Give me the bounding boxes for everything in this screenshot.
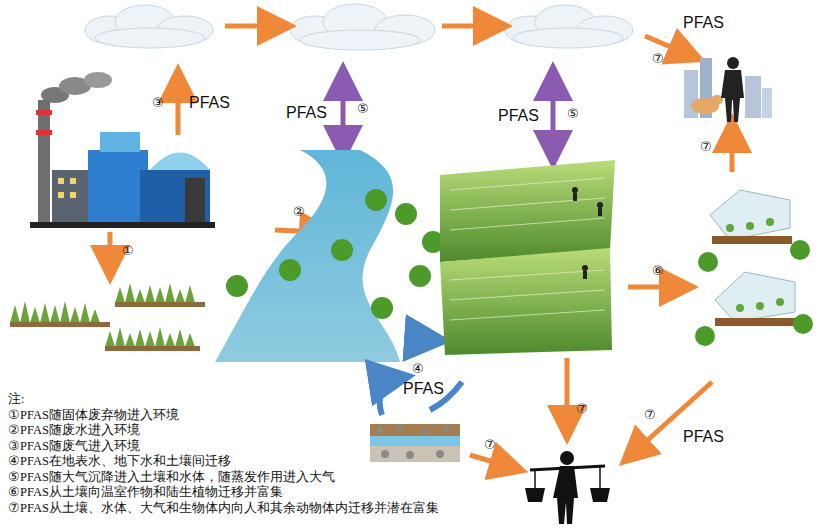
callout-number: ④ xyxy=(412,362,424,377)
callout-number: ① xyxy=(122,244,134,259)
note-text: ③PFAS随废气进入环境 xyxy=(8,439,140,453)
callout-number: ⑥ xyxy=(652,264,664,279)
callout-number: ⑦ xyxy=(700,140,712,155)
callout-number: ⑦ xyxy=(576,402,588,417)
note-text: ④PFAS在地表水、地下水和土壤间迁移 xyxy=(8,454,231,468)
callout-number: ② xyxy=(293,205,305,220)
note-text: ⑦PFAS从土壤、水体、大气和生物体内向人和其余动物体内迁移并潜在富集 xyxy=(8,501,439,515)
callout-number: ③ xyxy=(152,96,164,111)
callout-number: ⑤ xyxy=(357,102,369,117)
pfas-label: PFAS xyxy=(403,380,444,398)
callout-number: ⑦ xyxy=(484,438,496,453)
pfas-label: PFAS xyxy=(683,428,724,446)
note-text: ②PFAS随废水进入环境 xyxy=(8,423,140,437)
callout-number: ⑤ xyxy=(567,107,579,122)
note-text: ①PFAS随固体废弃物进入环境 xyxy=(8,408,179,422)
note-text: ⑤PFAS随大气沉降进入土壤和水体，随蒸发作用进入大气 xyxy=(8,470,335,484)
callout-number: ⑦ xyxy=(652,52,664,67)
pfas-label: PFAS xyxy=(189,94,230,112)
callout-number: ⑦ xyxy=(644,408,656,423)
pfas-label: PFAS xyxy=(286,104,327,122)
pfas-label: PFAS xyxy=(498,107,539,125)
note-text: 注: xyxy=(8,392,24,406)
pfas-label: PFAS xyxy=(683,14,724,32)
note-text: ⑥PFAS从土壤向温室作物和陆生植物迁移并富集 xyxy=(8,485,283,499)
